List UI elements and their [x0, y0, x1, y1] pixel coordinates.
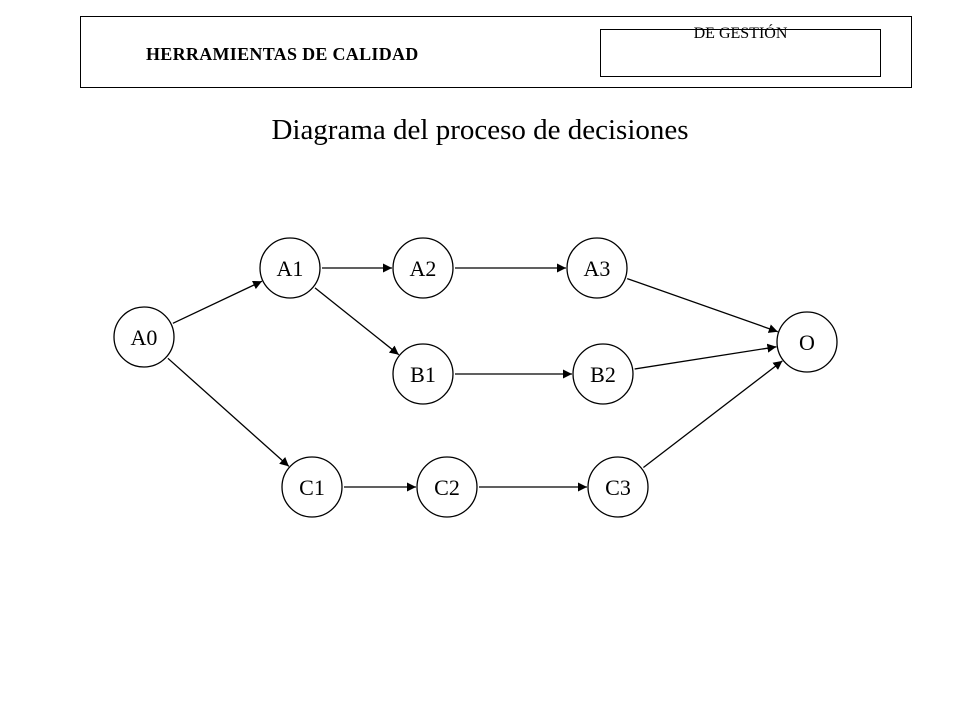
- node-circle: [566, 237, 628, 299]
- node-label: B2: [590, 362, 616, 387]
- edge-c3-to-o: [643, 360, 783, 469]
- node-label: B1: [410, 362, 436, 387]
- edge-a1-to-b1: [314, 287, 400, 356]
- node-label: C1: [299, 475, 325, 500]
- node-b1: B1: [392, 343, 454, 405]
- node-label: A0: [131, 325, 158, 350]
- node-circle: [392, 343, 454, 405]
- node-circle: [392, 237, 454, 299]
- node-b2: B2: [572, 343, 634, 405]
- node-circle: [572, 343, 634, 405]
- header-tag: DE GESTIÓN: [693, 25, 788, 42]
- node-label: A2: [410, 256, 437, 281]
- node-label: O: [799, 330, 815, 355]
- page-title: Diagrama del proceso de decisiones: [271, 114, 689, 146]
- edge-a0-to-c1: [167, 357, 290, 467]
- node-a0: A0: [113, 306, 175, 368]
- node-label: A3: [584, 256, 611, 281]
- node-a1: A1: [259, 237, 321, 299]
- node-circle: [259, 237, 321, 299]
- node-circle: [776, 311, 838, 373]
- node-c1: C1: [281, 456, 343, 518]
- node-label: C3: [605, 475, 631, 500]
- node-label: C2: [434, 475, 460, 500]
- node-c2: C2: [416, 456, 478, 518]
- node-circle: [416, 456, 478, 518]
- node-o: O: [776, 311, 838, 373]
- header-title: HERRAMIENTAS DE CALIDAD: [146, 44, 419, 64]
- edge-a3-to-o: [626, 277, 779, 333]
- edge-b2-to-o: [634, 343, 777, 370]
- node-label: A1: [277, 256, 304, 281]
- edge-a0-to-a1: [172, 280, 263, 324]
- node-a3: A3: [566, 237, 628, 299]
- node-circle: [281, 456, 343, 518]
- header-tag-box: DE GESTIÓN: [600, 25, 881, 77]
- node-a2: A2: [392, 237, 454, 299]
- node-circle: [587, 456, 649, 518]
- node-c3: C3: [587, 456, 649, 518]
- node-circle: [113, 306, 175, 368]
- header-box: [80, 16, 912, 88]
